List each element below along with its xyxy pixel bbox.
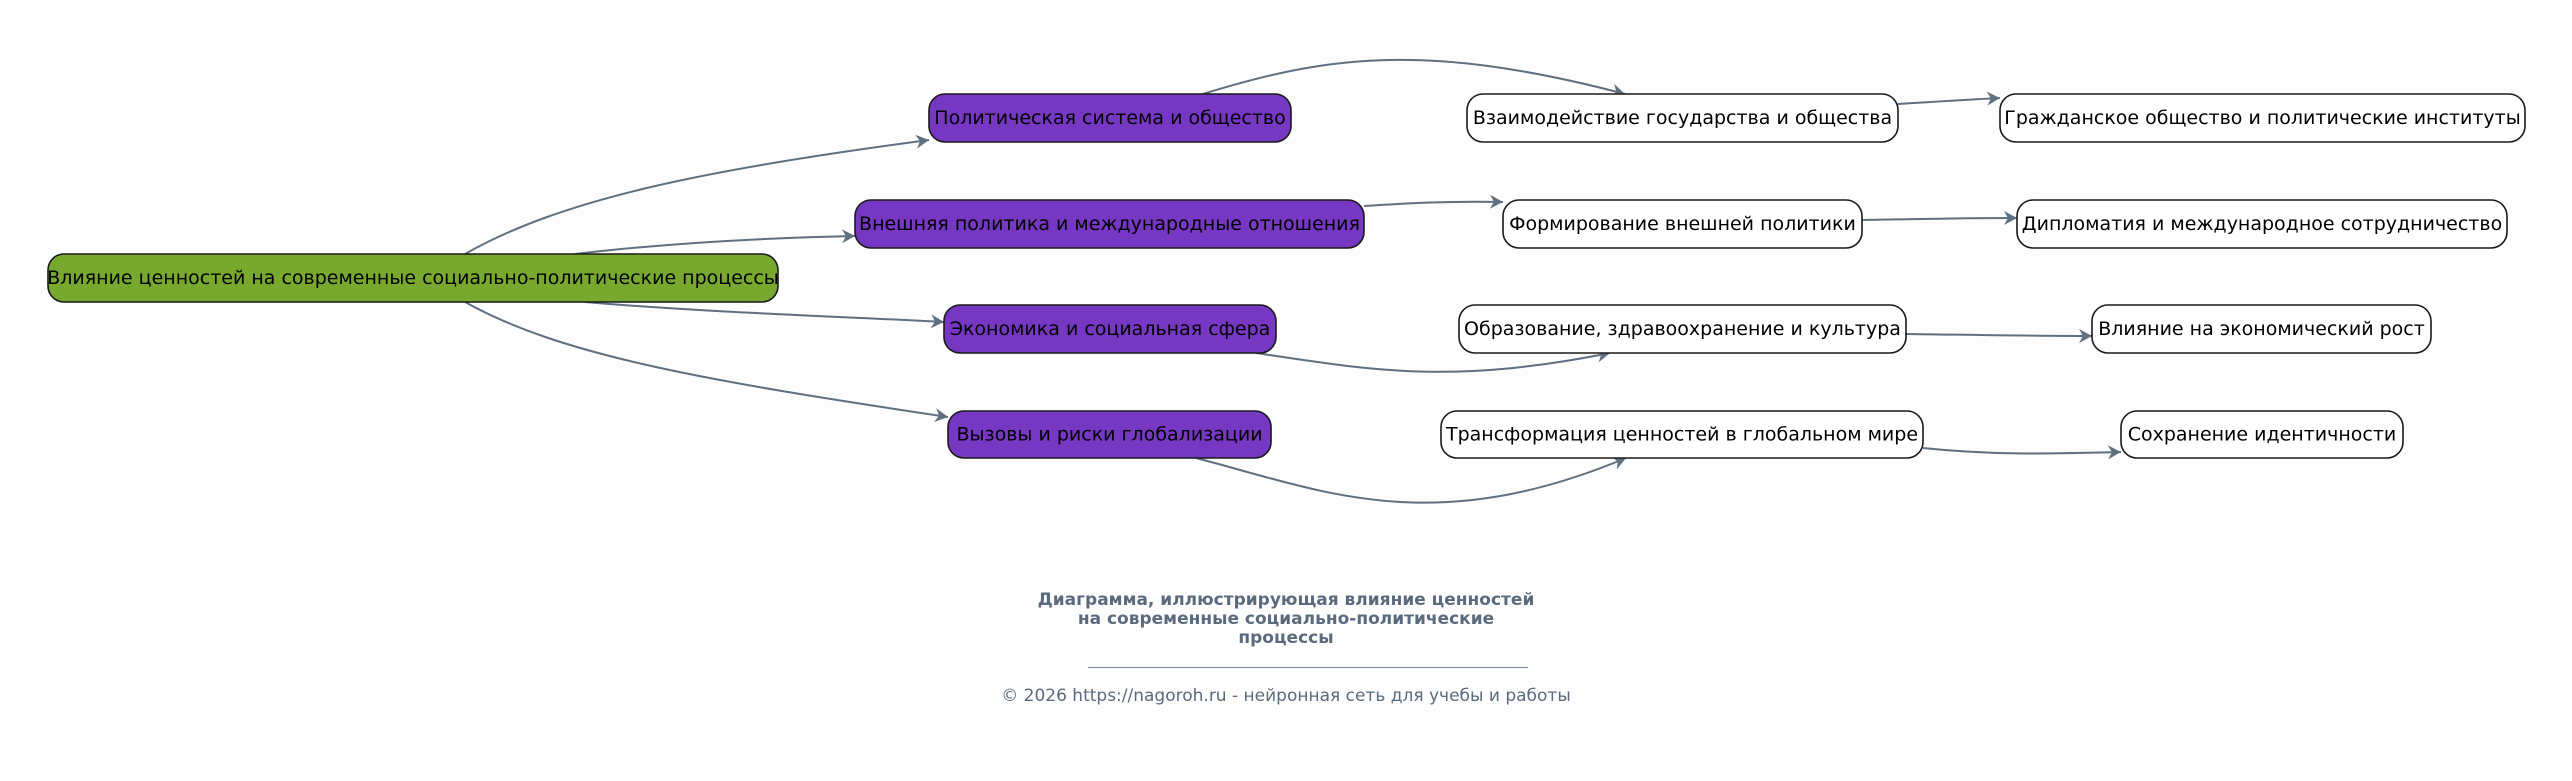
edge-s3-l3 — [1905, 328, 2093, 343]
caption-title-line-1: Диаграмма, иллюстрирующая влияние ценнос… — [1037, 590, 1535, 610]
caption-title-line-2: на современные социально-политические — [1077, 609, 1495, 629]
edges-layer — [464, 58, 2122, 504]
node-box-l4 — [2120, 410, 2404, 459]
node-b2: Внешняя политика и международные отношен… — [854, 199, 1365, 249]
node-box-root — [47, 253, 779, 303]
node-l3: Влияние на экономический рост — [2091, 304, 2432, 354]
node-s1: Взаимодействие государства и общества — [1466, 93, 1899, 143]
node-label-root: Влияние ценностей на современные социаль… — [47, 267, 779, 289]
node-label-s4: Трансформация ценностей в глобальном мир… — [1445, 424, 1918, 446]
edge-s1-l1 — [1897, 91, 2001, 106]
edge-root-b3 — [584, 301, 945, 329]
diagram-caption-title: Диаграмма, иллюстрирующая влияние ценнос… — [0, 591, 2572, 648]
node-label-b1: Политическая система и общество — [934, 107, 1285, 129]
node-box-s3 — [1458, 304, 1907, 354]
node-l2: Дипломатия и международное сотрудничеств… — [2016, 199, 2508, 249]
node-s4: Трансформация ценностей в глобальном мир… — [1440, 410, 1924, 459]
edge-b4-s4 — [1195, 456, 1627, 504]
node-b1: Политическая система и общество — [928, 93, 1292, 143]
node-s2: Формирование внешней политики — [1502, 199, 1863, 249]
node-b3: Экономика и социальная сфера — [943, 304, 1277, 354]
node-b4: Вызовы и риски глобализации — [947, 410, 1272, 459]
node-label-l2: Дипломатия и международное сотрудничеств… — [2022, 213, 2502, 235]
node-box-l3 — [2091, 304, 2432, 354]
node-label-s1: Взаимодействие государства и общества — [1473, 107, 1892, 129]
node-box-l1 — [1999, 93, 2526, 143]
node-label-l4: Сохранение идентичности — [2128, 424, 2397, 446]
edge-b2-s2 — [1363, 194, 1504, 209]
edge-root-b4 — [464, 301, 949, 423]
node-box-b3 — [943, 304, 1277, 354]
edge-s2-l2 — [1861, 211, 2018, 226]
edge-root-b2 — [574, 229, 856, 255]
edge-root-b1 — [464, 134, 930, 255]
node-label-b3: Экономика и социальная сфера — [950, 318, 1271, 340]
edge-s4-l4 — [1922, 445, 2122, 460]
caption-title-line-3: процессы — [1238, 628, 1334, 648]
node-box-b4 — [947, 410, 1272, 459]
node-box-s1 — [1466, 93, 1899, 143]
node-l4: Сохранение идентичности — [2120, 410, 2404, 459]
node-label-b4: Вызовы и риски глобализации — [956, 424, 1262, 446]
node-root: Влияние ценностей на современные социаль… — [47, 253, 779, 303]
node-label-l3: Влияние на экономический рост — [2098, 318, 2425, 340]
node-label-s3: Образование, здравоохранение и культура — [1464, 318, 1901, 340]
edge-b1-s1 — [1202, 58, 1626, 98]
edge-b3-s3 — [1255, 348, 1611, 373]
node-box-b2 — [854, 199, 1365, 249]
copyright-footer: © 2026 https://nagoroh.ru - нейронная се… — [1001, 686, 1571, 706]
node-box-s4 — [1440, 410, 1924, 459]
node-label-l1: Гражданское общество и политические инст… — [2004, 107, 2520, 129]
nodes-layer: Влияние ценностей на современные социаль… — [47, 93, 2526, 459]
node-label-b2: Внешняя политика и международные отношен… — [859, 213, 1360, 235]
node-box-s2 — [1502, 199, 1863, 249]
node-s3: Образование, здравоохранение и культура — [1458, 304, 1907, 354]
caption-divider — [1088, 667, 1528, 668]
node-label-s2: Формирование внешней политики — [1509, 213, 1856, 235]
node-l1: Гражданское общество и политические инст… — [1999, 93, 2526, 143]
node-box-b1 — [928, 93, 1292, 143]
node-box-l2 — [2016, 199, 2508, 249]
